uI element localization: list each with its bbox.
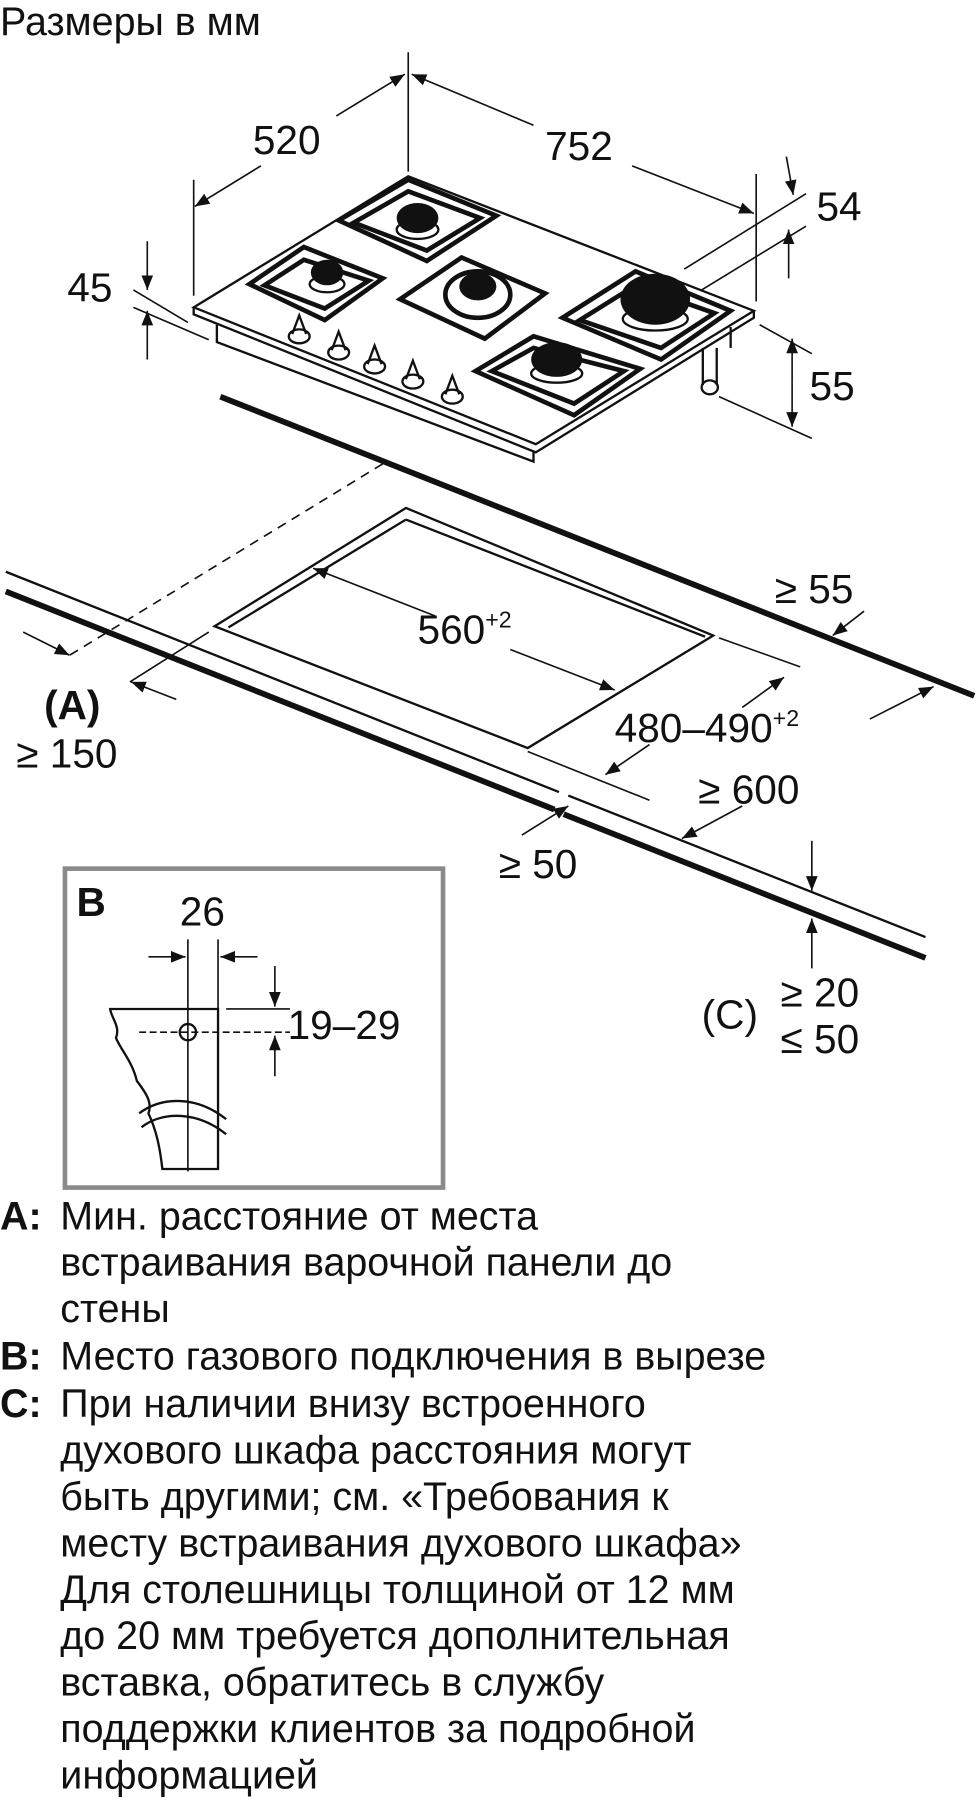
legend-line: встраивания варочной панели до [60, 1241, 672, 1285]
legend-key-b: B: [0, 1335, 42, 1379]
burner-grate [244, 244, 388, 323]
legend-line: духового шкафа расстояния могут [60, 1429, 691, 1473]
dim-thickness-max: ≤ 50 [781, 1016, 860, 1062]
label-c: (C) [702, 992, 758, 1038]
dim-cutout-width: 560+2 [418, 606, 512, 652]
legend-line: вставка, обратитесь в службу [60, 1661, 604, 1705]
detail-b-box: B 26 19–29 [62, 866, 446, 1190]
hob-dimensions: 520 752 54 45 55 [67, 52, 862, 440]
dim-b-height: 19–29 [288, 1002, 401, 1048]
legend-line: месту встраивания духового шкафа» [60, 1521, 741, 1565]
burner-grate [470, 333, 646, 418]
hob-drawing [191, 174, 757, 464]
dim-counter-depth: ≥ 600 [698, 767, 799, 813]
dim-cutout-depth: 480–490+2 [615, 705, 799, 751]
dim-54: 54 [816, 183, 861, 229]
countertop-drawing [4, 393, 976, 961]
dim-thickness-min: ≥ 20 [781, 970, 860, 1016]
legend-line: информацией [60, 1753, 318, 1797]
legend-line: При наличии внизу встроенного [60, 1382, 645, 1426]
legend-line: Мин. расстояние от места [60, 1194, 538, 1238]
detail-b-label: B [77, 879, 106, 925]
dim-front-clearance: ≥ 50 [499, 841, 578, 887]
legend-key-c: C: [0, 1382, 42, 1426]
legend: A: Мин. расстояние от места встраивания … [0, 1194, 766, 1797]
gas-connector-icon [700, 347, 720, 396]
dim-back-clearance: ≥ 55 [775, 566, 854, 612]
dim-width: 752 [545, 123, 613, 169]
burner-grate [557, 268, 736, 363]
page-title: Размеры в мм [0, 0, 261, 44]
legend-line: поддержки клиентов за подробной [60, 1707, 695, 1751]
dim-depth: 520 [253, 117, 321, 163]
burner-grate [333, 177, 502, 264]
legend-line: Для столешницы толщиной от 12 мм [60, 1568, 734, 1612]
legend-line: быть другими; см. «Требования к [60, 1475, 669, 1519]
legend-line: до 20 мм требуется дополнительная [60, 1614, 729, 1658]
burner-grate [395, 254, 550, 342]
control-knobs [287, 312, 464, 405]
dim-b-width: 26 [180, 888, 225, 934]
legend-line: стены [60, 1287, 169, 1331]
cutout-dimensions: 560+2 480–490+2 ≥ 55 ≥ 600 ≥ 50 (A) ≥ 15… [16, 566, 934, 1062]
legend-line: Место газового подключения в вырезе [60, 1335, 766, 1379]
dim-45: 45 [67, 265, 112, 311]
label-a: (A) [44, 682, 100, 728]
legend-key-a: A: [0, 1194, 42, 1238]
dim-55: 55 [810, 363, 855, 409]
dim-wall-clearance: ≥ 150 [16, 731, 117, 777]
